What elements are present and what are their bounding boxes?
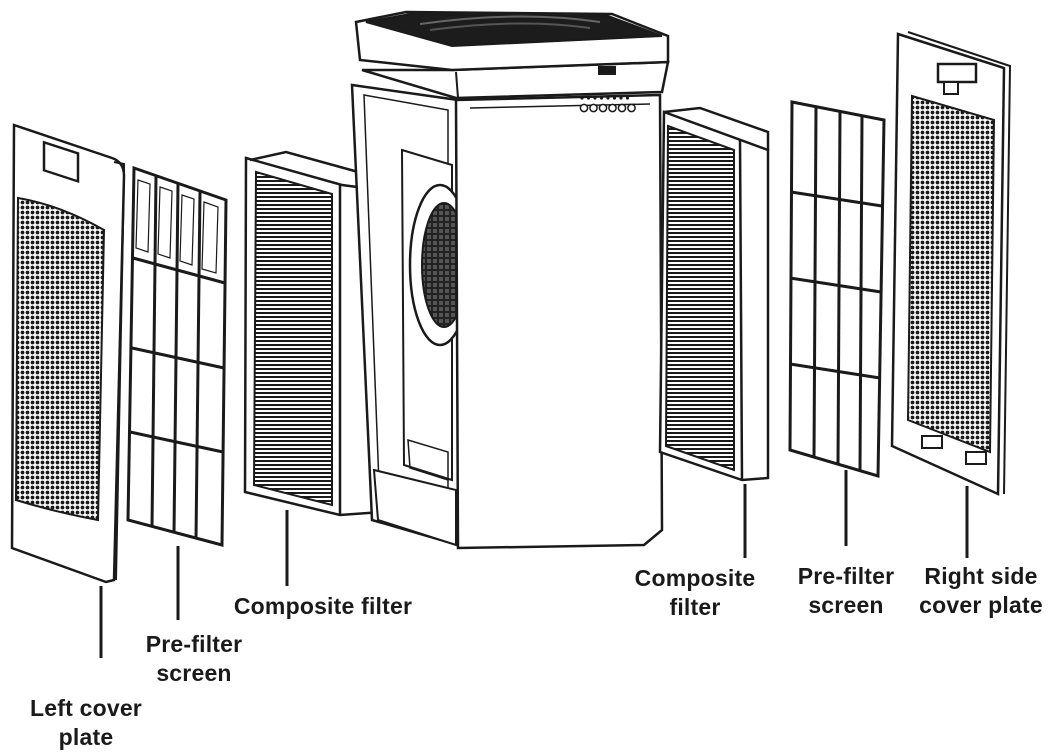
indicator-dot xyxy=(619,96,623,100)
indicator-dot xyxy=(606,96,610,100)
label-right-cover-plate: Right side cover plate xyxy=(908,562,1054,620)
label-composite-left-line1: Composite filter xyxy=(233,593,413,619)
control-button xyxy=(579,103,589,113)
label-composite-right: Composite filter xyxy=(624,564,766,622)
label-right-cover-line1: Right side xyxy=(924,563,1038,589)
right-pre-filter-screen xyxy=(788,100,886,478)
indicator-dot xyxy=(586,96,591,100)
label-right-cover-line2: cover plate xyxy=(919,592,1043,618)
indicator-dot xyxy=(599,96,604,100)
indicator-dots xyxy=(580,96,630,100)
label-pre-filter-right: Pre-filter screen xyxy=(786,562,906,620)
left-cover-plate xyxy=(10,123,126,584)
indicator-dot xyxy=(580,96,584,100)
right-side-cover-plate xyxy=(890,31,1012,496)
control-buttons xyxy=(579,103,636,113)
leader-lines xyxy=(99,470,969,658)
control-button xyxy=(627,103,636,113)
control-button xyxy=(598,103,608,113)
right-composite-filter xyxy=(658,106,770,482)
left-pre-filter-screen xyxy=(126,165,228,547)
left-composite-filter xyxy=(243,150,384,517)
purifier-main-unit xyxy=(350,10,670,550)
control-button xyxy=(617,103,627,113)
label-pre-filter-left-line1: Pre-filter xyxy=(145,631,243,657)
control-button xyxy=(589,103,598,113)
label-pre-filter-right-line2: screen xyxy=(808,592,884,618)
label-pre-filter-right-line1: Pre-filter xyxy=(797,563,895,589)
label-left-cover-line2: plate xyxy=(58,724,114,750)
label-left-cover-plate: Left cover plate xyxy=(18,694,154,752)
label-pre-filter-left: Pre-filter screen xyxy=(132,630,256,688)
indicator-dot xyxy=(593,96,597,100)
label-composite-right-line1: Composite xyxy=(634,565,756,591)
control-panel xyxy=(579,66,636,113)
control-button xyxy=(608,103,617,113)
indicator-dot xyxy=(625,96,630,100)
indicator-dot xyxy=(612,96,617,100)
label-pre-filter-left-line2: screen xyxy=(156,660,232,686)
label-composite-right-line2: filter xyxy=(669,594,721,620)
label-composite-left: Composite filter xyxy=(218,592,428,621)
label-left-cover-line1: Left cover xyxy=(30,695,142,721)
